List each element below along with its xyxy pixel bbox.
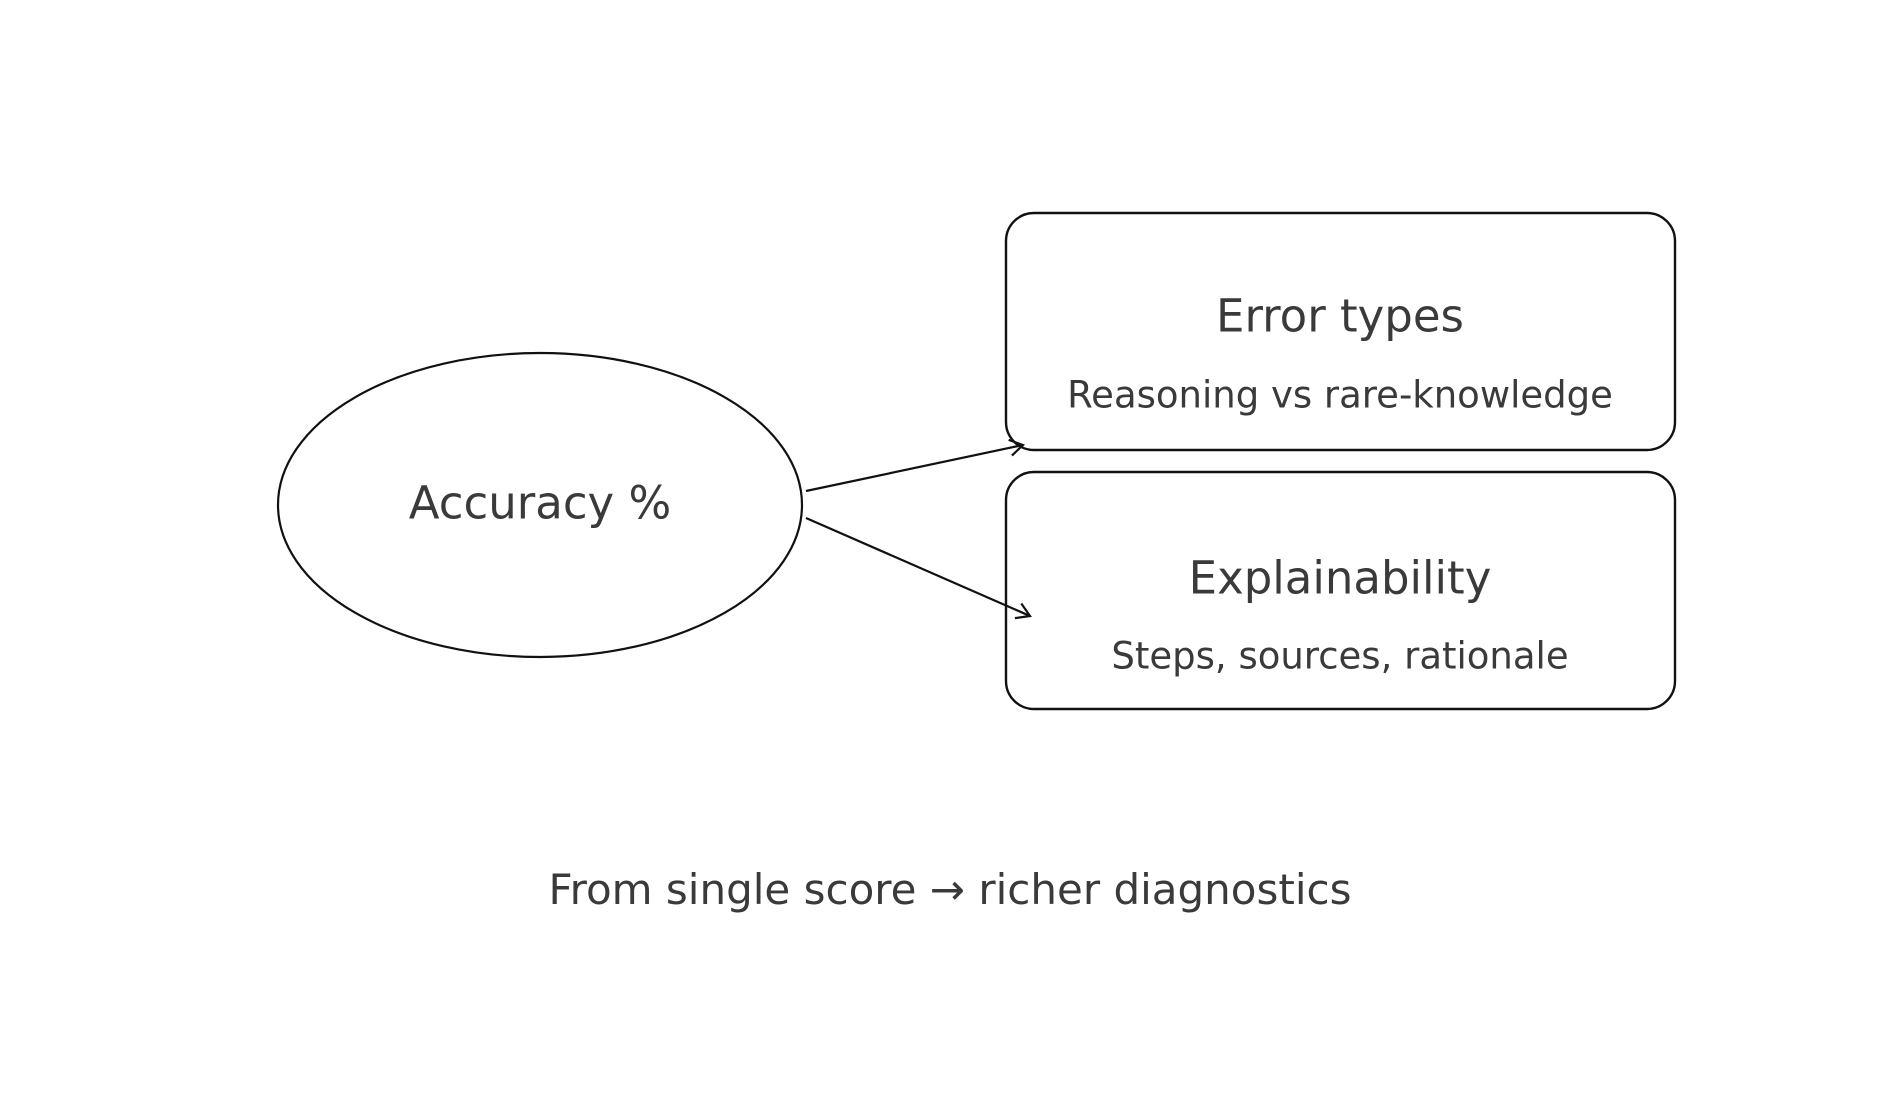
caption: From single score → richer diagnostics	[548, 864, 1352, 914]
error-types-box	[1004, 211, 1677, 452]
error-types-title: Error types	[1216, 289, 1464, 343]
accuracy-label: Accuracy %	[408, 476, 672, 530]
accuracy-ellipse	[276, 351, 804, 659]
explainability-box	[1004, 470, 1677, 711]
explainability-title: Explainability	[1188, 551, 1492, 605]
error-types-subtitle: Reasoning vs rare-knowledge	[1067, 373, 1613, 417]
arrow-to-explainability	[805, 516, 1032, 620]
explainability-subtitle: Steps, sources, rationale	[1111, 634, 1569, 678]
arrow-to-error-types	[805, 438, 1026, 493]
